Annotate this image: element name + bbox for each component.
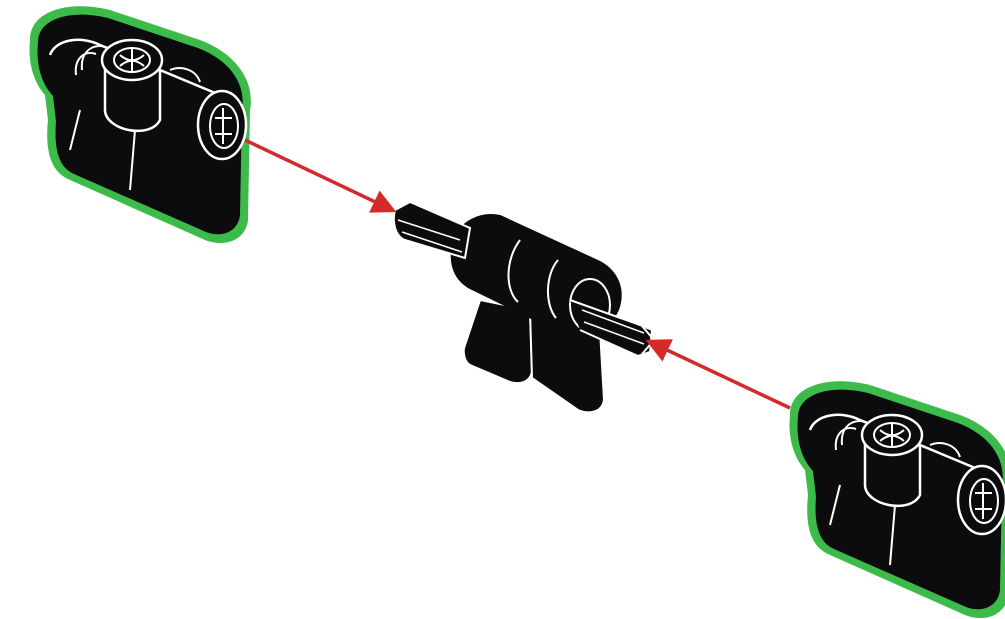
center-axle-assembly: [394, 202, 654, 412]
right-connector-part: [790, 381, 1005, 618]
arrow-right-to-center: [650, 342, 790, 408]
arrow-left-to-center: [245, 140, 392, 210]
left-connector-part: [30, 6, 251, 243]
